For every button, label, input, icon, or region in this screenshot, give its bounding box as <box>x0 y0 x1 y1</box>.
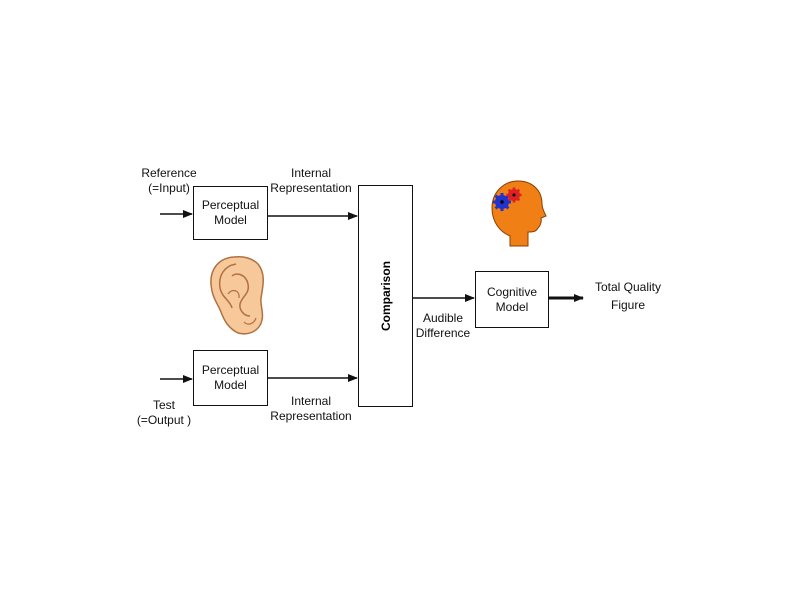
test-label-line2: (=Output ) <box>136 413 192 427</box>
test-label: Test (=Output ) <box>128 398 200 428</box>
perceptual-model-bottom-line2: Model <box>214 378 247 392</box>
audible-difference-label: Audible Difference <box>410 311 476 341</box>
perceptual-model-top: Perceptual Model <box>193 186 268 240</box>
reference-label-line1: Reference <box>141 166 197 180</box>
total-quality-line2: Figure <box>610 298 645 312</box>
total-quality-line1: Total Quality <box>594 280 662 294</box>
cognitive-model-line2: Model <box>495 299 529 314</box>
comparison-box: Comparison <box>358 185 413 407</box>
test-label-line1: Test <box>152 398 175 412</box>
cognitive-model-box: Cognitive Model <box>475 271 549 328</box>
comparison-label: Comparison <box>378 260 393 332</box>
internal-representation-bottom-line1: Internal <box>290 394 332 408</box>
perceptual-model-top-line1: Perceptual <box>201 198 260 212</box>
perceptual-model-bottom-line1: Perceptual <box>201 363 260 377</box>
internal-representation-top-line2: Representation <box>270 181 352 195</box>
internal-representation-top: Internal Representation <box>266 166 356 196</box>
cognitive-model-line1: Cognitive <box>486 284 538 299</box>
head-with-gears-icon <box>491 180 547 247</box>
internal-representation-top-line1: Internal <box>290 166 332 180</box>
perceptual-model-top-line2: Model <box>214 213 247 227</box>
internal-representation-bottom: Internal Representation <box>266 394 356 424</box>
audible-difference-line2: Difference <box>415 326 471 340</box>
ear-icon <box>210 256 264 335</box>
audible-difference-line1: Audible <box>422 311 464 325</box>
internal-representation-bottom-line2: Representation <box>270 409 352 423</box>
reference-label: Reference (=Input) <box>133 166 205 196</box>
total-quality-figure-label: Total Quality Figure <box>584 280 672 313</box>
perceptual-model-bottom: Perceptual Model <box>193 350 268 406</box>
reference-label-line2: (=Input) <box>148 181 190 195</box>
